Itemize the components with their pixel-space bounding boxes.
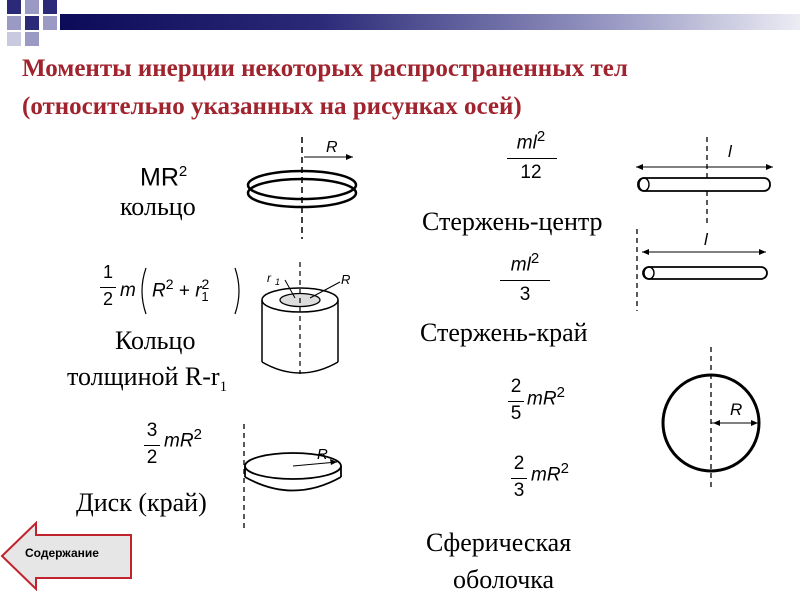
ring-label: кольцо — [120, 192, 196, 221]
disk-coef: 3 2 — [144, 420, 160, 469]
sphere-label-2: оболочка — [453, 565, 555, 594]
disk-formula: mR2 — [164, 426, 202, 452]
ring-formula: MR2 — [140, 163, 188, 192]
rod-center-formula: ml2 12 — [505, 128, 557, 184]
sphere-solid-coef: 2 5 — [508, 376, 524, 425]
left-arrow-icon — [0, 521, 132, 591]
rod-center-label: Стержень-центр — [422, 207, 603, 236]
rod-end-axis-label: l — [704, 230, 709, 249]
thick-ring-label-1: Кольцо — [115, 326, 196, 355]
sphere-figure: R — [650, 345, 770, 493]
title-line-2: (относительно указанных на рисунках осей… — [22, 93, 522, 120]
title-line-1: Моменты инерции некоторых распространенн… — [22, 55, 628, 82]
thick-ring-axis-r-sub: 1 — [275, 277, 280, 287]
disk-figure: R — [237, 422, 347, 530]
rod-end-formula: ml2 3 — [500, 250, 550, 306]
rod-center-axis-label: l — [728, 142, 733, 161]
ring-axis-label: R — [326, 139, 338, 156]
sphere-axis-label: R — [730, 400, 742, 419]
disk-label: Диск (край) — [76, 488, 207, 517]
thick-ring-axis-r: r — [267, 271, 272, 285]
thick-ring-figure: r 1 R — [255, 262, 355, 377]
contents-button[interactable] — [0, 521, 134, 591]
rod-end-label: Стержень-край — [420, 318, 588, 347]
page-title: Моменты инерции некоторых распространенн… — [22, 50, 792, 126]
thick-ring-formula-body: R2 + r21 — [152, 276, 210, 305]
thick-ring-label-2: толщиной R-r1 — [67, 362, 228, 396]
ring-figure: R — [240, 135, 370, 240]
sphere-label-1: Сферическая — [426, 528, 572, 557]
disk-axis-label: R — [317, 446, 328, 463]
thick-ring-parens — [138, 266, 243, 316]
thick-ring-coef: 1 2 — [100, 262, 116, 310]
sphere-solid-formula: mR2 — [527, 384, 565, 410]
header-gradient-bar — [60, 14, 800, 30]
rod-center-figure: l — [632, 135, 777, 227]
sphere-shell-formula: mR2 — [531, 460, 569, 486]
thick-ring-axis-R: R — [341, 272, 350, 287]
sphere-shell-coef: 2 3 — [511, 453, 527, 502]
corner-squares-decoration — [7, 0, 57, 46]
contents-button-label: Содержание — [25, 546, 99, 560]
thick-ring-formula: m — [120, 280, 136, 301]
rod-end-figure: l — [630, 225, 775, 313]
